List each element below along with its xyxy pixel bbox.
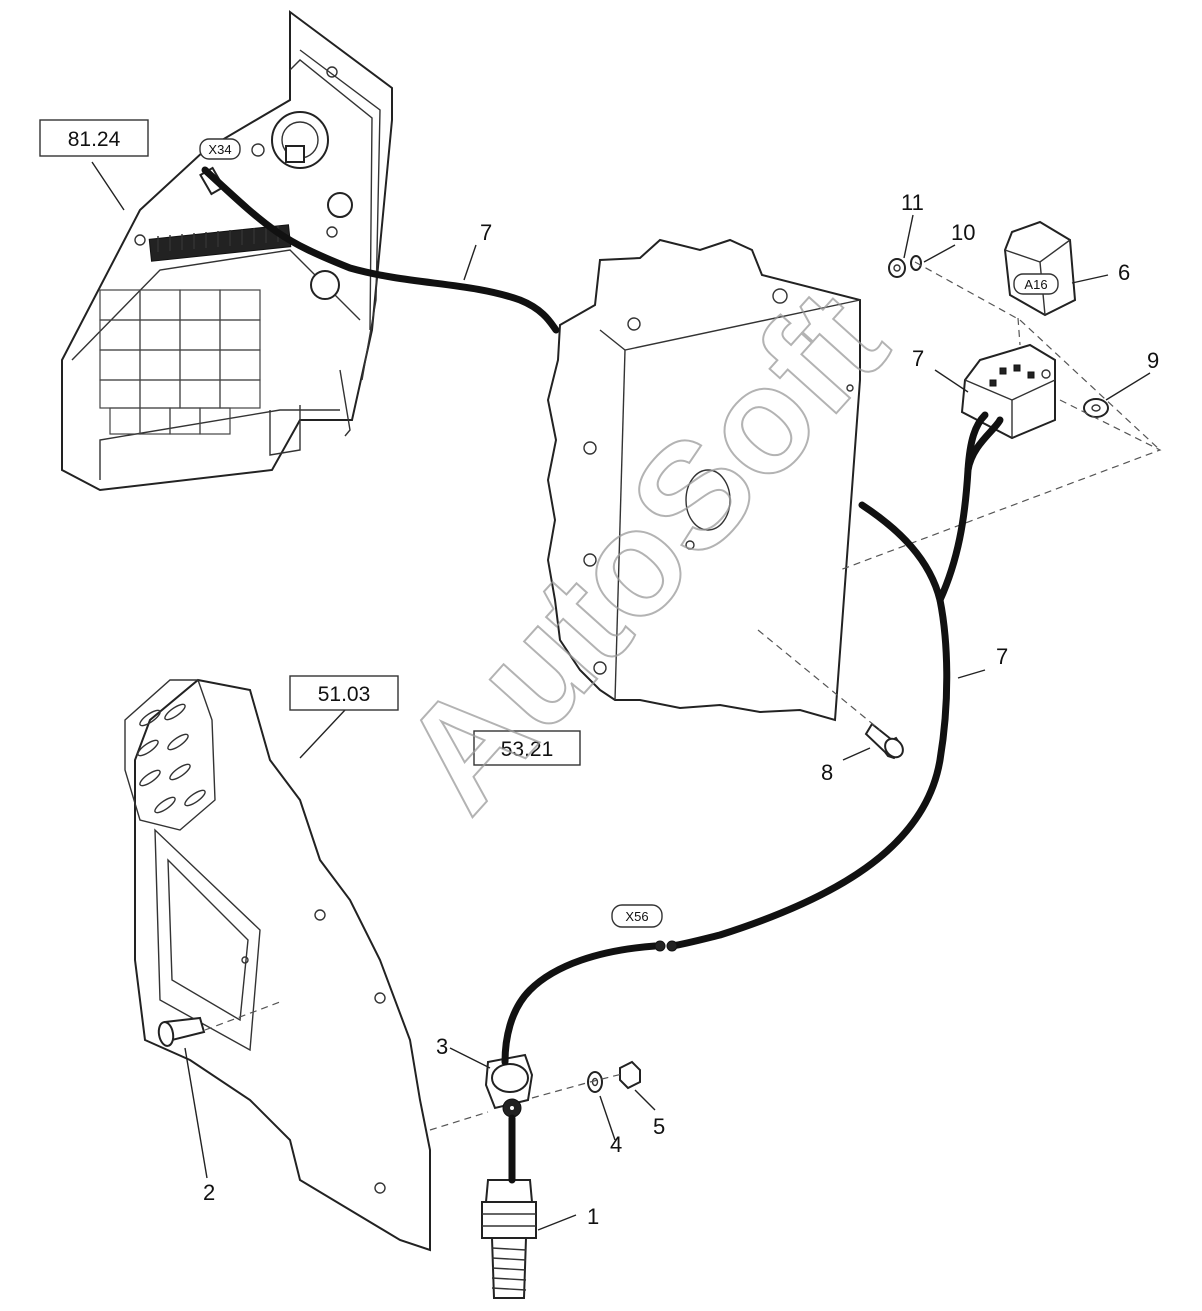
callout-7-harness: 7: [996, 644, 1008, 669]
leader-lines: [91, 161, 1151, 1231]
reference-text: 53.21: [501, 738, 554, 761]
connector-tag-x34: X34: [199, 138, 241, 160]
wiring-harness: [201, 166, 1004, 1184]
nut-5: [619, 1060, 641, 1090]
callout-2: 2: [203, 1180, 215, 1205]
reference-label-81-24: 81.24: [39, 119, 149, 157]
clamp-3: [484, 1053, 534, 1118]
callout-5: 5: [653, 1114, 665, 1139]
connector-tag-a16: A16: [1013, 273, 1059, 295]
fuse-strip: [148, 224, 292, 262]
tread-plate-pattern: [137, 703, 206, 814]
callout-8: 8: [821, 760, 833, 785]
relay-grid: [99, 289, 261, 435]
connector-text: X34: [208, 142, 231, 157]
bracket-panel: [546, 238, 861, 722]
bolt-2: [157, 1016, 206, 1047]
buzzer-icon: [310, 270, 340, 300]
callout-1: 1: [587, 1204, 599, 1229]
connector-tag-x56: X56: [611, 904, 663, 928]
connector-text: X56: [625, 909, 648, 924]
callout-9: 9: [1147, 348, 1159, 373]
indicator-lamp-icon: [327, 192, 353, 218]
assembly-lines: [204, 261, 1162, 1131]
callout-10: 10: [951, 220, 975, 245]
reference-text: 81.24: [68, 128, 121, 151]
reference-label-53-21: 53.21: [473, 730, 581, 766]
washer-4: [587, 1071, 603, 1093]
reference-text: 51.03: [318, 683, 371, 706]
callout-11: 11: [901, 190, 924, 215]
sensor-1: [481, 1179, 537, 1299]
callout-3: 3: [436, 1034, 448, 1059]
callout-7-upper: 7: [480, 220, 492, 245]
washer-9: [1083, 398, 1109, 418]
nut-11: [888, 258, 906, 278]
connector-text: A16: [1024, 277, 1047, 292]
callout-4: 4: [610, 1132, 622, 1157]
frame-panel: [124, 678, 431, 1252]
callout-7-relay-socket: 7: [912, 346, 924, 371]
callout-6: 6: [1118, 260, 1130, 285]
relay-a16: [1003, 220, 1077, 317]
reference-label-51-03: 51.03: [289, 675, 399, 711]
callout-numbers: 1 2 3 4 5 6 7 7 7 8 9 10 11: [203, 190, 1159, 1229]
bolt-8: [864, 722, 904, 760]
fuse-relay-panel: [61, 10, 393, 492]
